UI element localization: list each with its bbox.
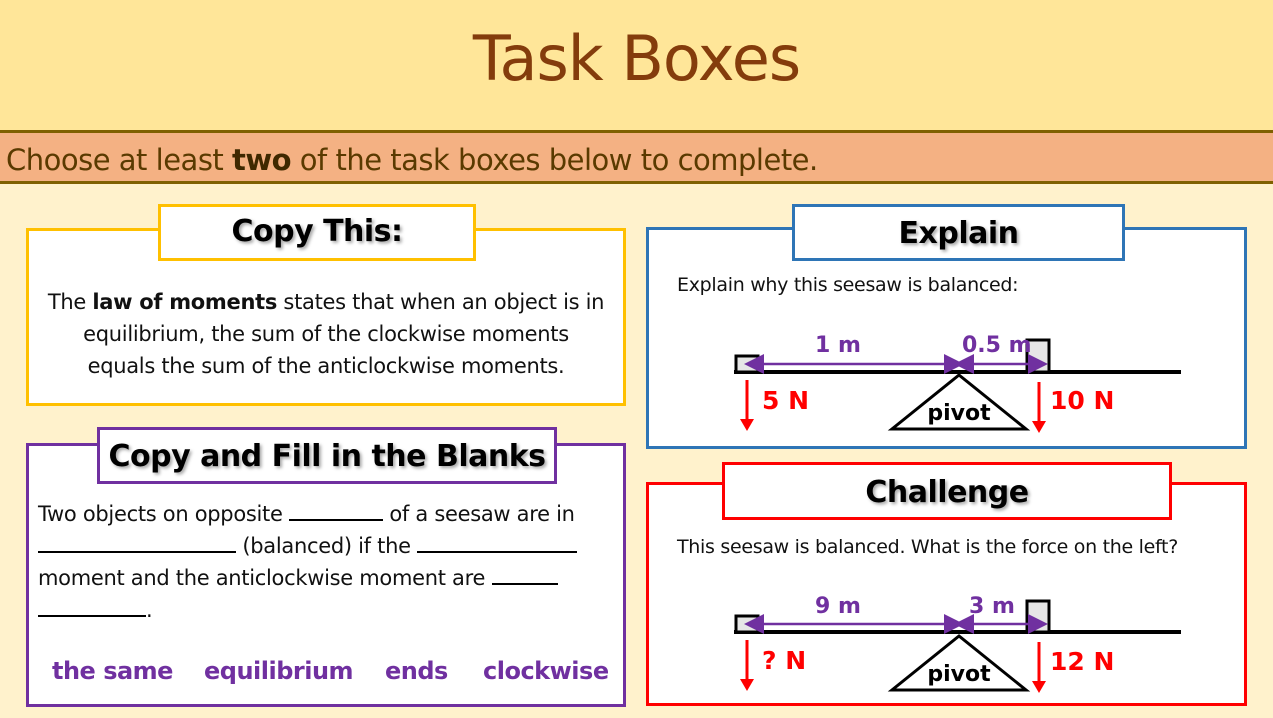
law-text-line3: equals the sum of the anticlockwise mome…: [87, 354, 565, 378]
right-force-label: 10 N: [1050, 386, 1114, 415]
pivot-label: pivot: [927, 401, 991, 426]
copy-this-heading: Copy This:: [158, 204, 476, 261]
blank-text-3: (balanced) if the: [236, 534, 418, 558]
right-distance-label: 0.5 m: [962, 333, 1032, 358]
word-bank-item: the same: [52, 657, 173, 685]
blank-text-end: .: [146, 598, 153, 622]
blank-3: [417, 533, 578, 553]
right-force-label: 12 N: [1050, 647, 1114, 676]
law-of-moments-term: law of moments: [92, 290, 278, 314]
law-text-line2: equilibrium, the sum of the clockwise mo…: [83, 322, 569, 346]
explain-seesaw-diagram: 1 m 0.5 m pivot 5 N 10 N: [734, 333, 1181, 433]
title-band: [0, 0, 1273, 130]
fill-blanks-box: [26, 443, 626, 707]
challenge-heading: Challenge: [722, 462, 1172, 520]
challenge-seesaw-diagram: 9 m 3 m pivot ? N 12 N: [734, 594, 1181, 693]
copy-this-text: The law of moments states that when an o…: [30, 286, 622, 382]
instruction-band: Choose at least two of the task boxes be…: [0, 130, 1273, 184]
blank-text-1: Two objects on opposite: [38, 502, 289, 526]
left-force-label: 5 N: [762, 386, 809, 415]
blank-text-4: moment and the anticlockwise moment are: [38, 566, 492, 590]
blank-text-2: of a seesaw are in: [382, 502, 575, 526]
instruction-text: Choose at least two of the task boxes be…: [6, 143, 818, 177]
challenge-prompt: This seesaw is balanced. What is the for…: [677, 536, 1178, 558]
pivot-label: pivot: [927, 662, 991, 687]
explain-heading: Explain: [792, 204, 1125, 261]
instruction-pre: Choose at least: [6, 143, 233, 177]
law-text-pre: The: [47, 290, 93, 314]
blank-1: [288, 501, 383, 521]
pivot-triangle: [887, 634, 1031, 692]
word-bank-item: equilibrium: [204, 657, 354, 685]
page-title: Task Boxes: [472, 22, 801, 95]
fill-blanks-text: Two objects on opposite of a seesaw are …: [38, 498, 618, 626]
blank-2: [38, 533, 236, 553]
right-distance-label: 3 m: [969, 594, 1015, 619]
explain-prompt: Explain why this seesaw is balanced:: [677, 274, 1019, 296]
instruction-emphasis: two: [232, 143, 292, 177]
word-bank-item: ends: [385, 657, 448, 685]
blank-5: [38, 597, 146, 617]
blank-4: [491, 565, 558, 585]
left-force-label: ? N: [762, 646, 806, 675]
left-distance-label: 1 m: [815, 333, 861, 358]
instruction-post: of the task boxes below to complete.: [291, 143, 818, 177]
law-text-line1: states that when an object is in: [277, 290, 605, 314]
pivot-triangle: [887, 373, 1031, 431]
fill-blanks-heading: Copy and Fill in the Blanks: [97, 427, 557, 484]
word-bank-item: clockwise: [483, 657, 609, 685]
right-weight: [1025, 599, 1051, 634]
left-distance-label: 9 m: [815, 594, 861, 619]
